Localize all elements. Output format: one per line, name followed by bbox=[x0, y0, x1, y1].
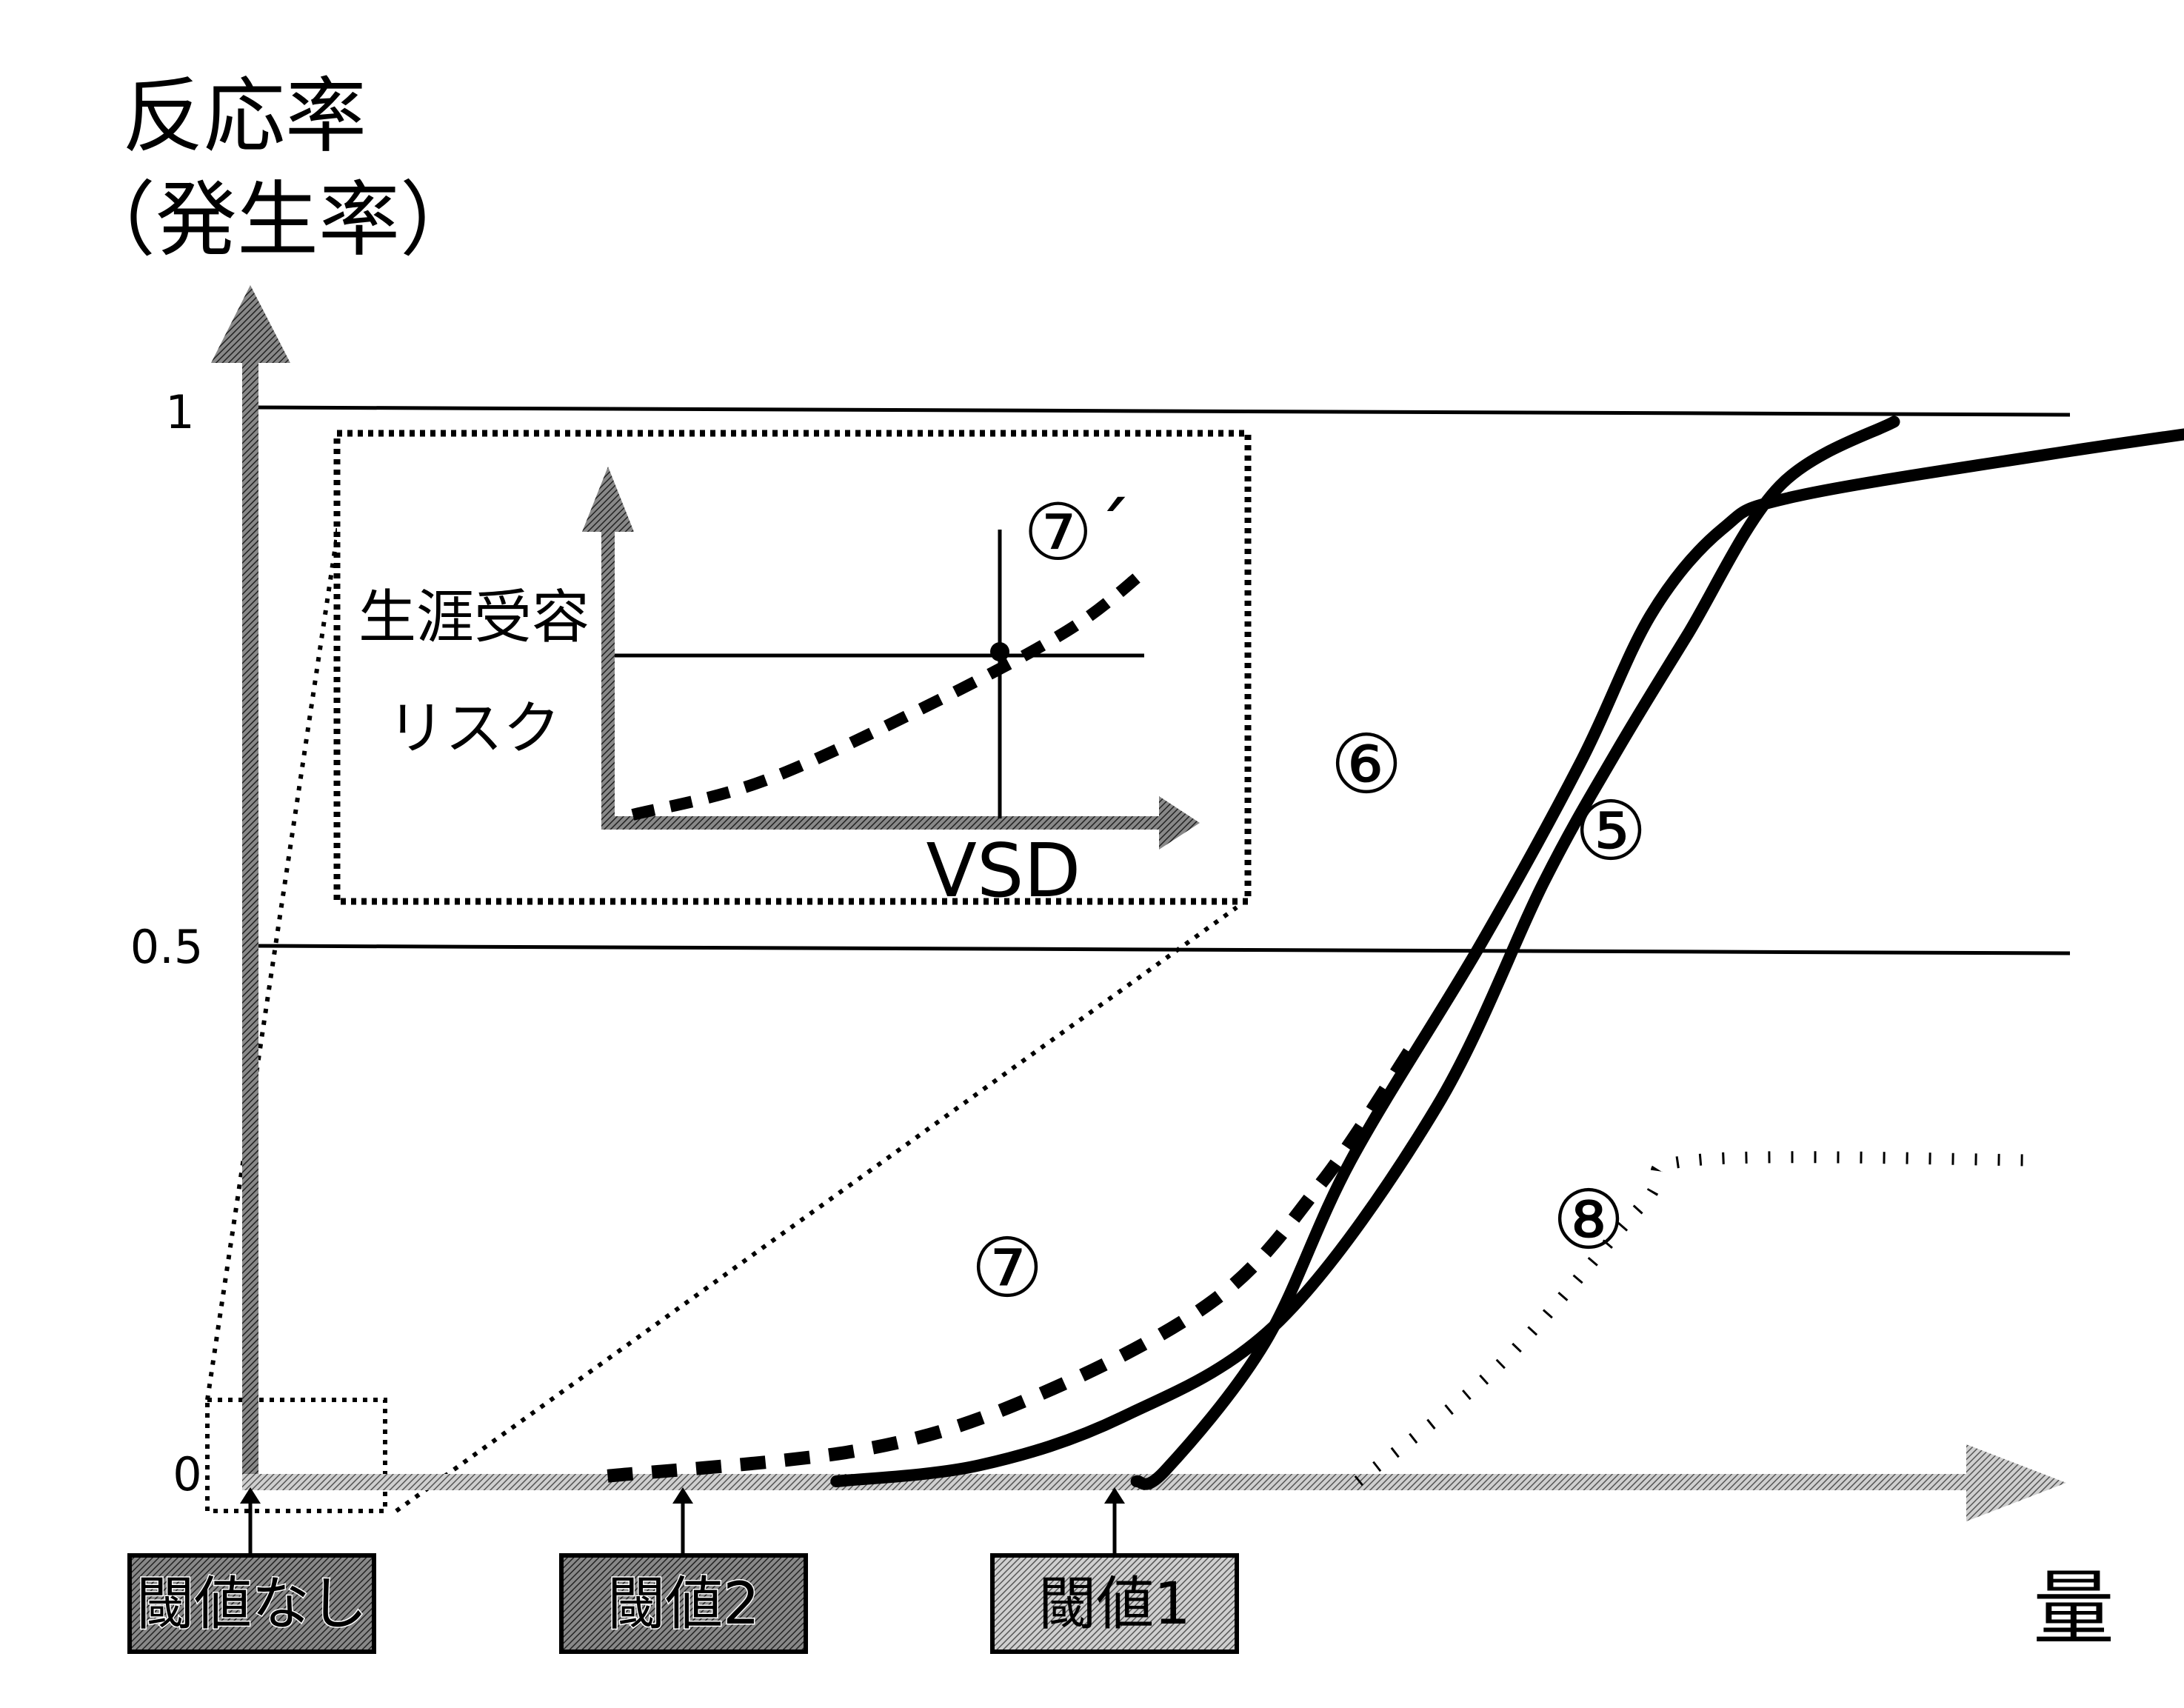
inset-x-axis bbox=[601, 816, 1172, 830]
y-tick-0-5: 0.5 bbox=[130, 920, 204, 974]
threshold-none: 閾値なし bbox=[127, 1487, 376, 1654]
threshold-2-label: 閾値2 bbox=[607, 1571, 760, 1638]
inset-y-axis bbox=[601, 518, 615, 830]
inset-y-label-line1: 生涯受容 bbox=[358, 584, 590, 651]
x-axis-title: 量 bbox=[2033, 1561, 2114, 1656]
y-axis bbox=[242, 348, 258, 1489]
curve-label-5: ⑤ bbox=[1574, 784, 1648, 878]
curve-label-8: ⑧ bbox=[1552, 1172, 1626, 1267]
threshold-1: 閾値1 bbox=[990, 1487, 1239, 1654]
curve-label-7: ⑦ bbox=[971, 1221, 1044, 1315]
threshold-none-label: 閾値なし bbox=[136, 1571, 367, 1638]
threshold-1-label: 閾値1 bbox=[1038, 1571, 1191, 1638]
inset-series-line-1 bbox=[631, 567, 1148, 821]
series-line-1 bbox=[1130, 428, 2184, 1490]
inset-curves bbox=[631, 567, 1148, 821]
projection-line-left bbox=[205, 436, 354, 1401]
origin-zoom-box bbox=[205, 1398, 387, 1513]
series-line-2 bbox=[830, 416, 1900, 1487]
reference-line-1 bbox=[251, 405, 2071, 417]
series-line-4 bbox=[1354, 1151, 2037, 1487]
y-tick-1: 1 bbox=[165, 385, 194, 439]
inset-intersection-point bbox=[990, 642, 1009, 661]
inset-x-axis-arrowhead bbox=[1159, 796, 1200, 850]
inset-y-axis-arrowhead bbox=[582, 467, 634, 532]
threshold-2: 閾値2 bbox=[559, 1487, 808, 1654]
inset-y-label-line2: リスク bbox=[387, 695, 561, 762]
reference-line-0-5 bbox=[251, 944, 2071, 955]
x-axis-arrowhead bbox=[1966, 1444, 2066, 1521]
curves bbox=[607, 416, 2184, 1490]
curve-label-6: ⑥ bbox=[1330, 717, 1403, 812]
y-tick-0: 0 bbox=[173, 1447, 201, 1501]
y-axis-arrowhead bbox=[211, 285, 290, 363]
y-axis-subtitle: （発生率） bbox=[74, 173, 481, 267]
inset-x-label: VSD bbox=[926, 827, 1081, 914]
curve-label-7-prime: ⑦´ bbox=[1023, 487, 1132, 578]
x-axis bbox=[242, 1474, 1975, 1490]
y-axis-title: 反応率 bbox=[122, 69, 367, 164]
series-line-3 bbox=[607, 1038, 1421, 1483]
